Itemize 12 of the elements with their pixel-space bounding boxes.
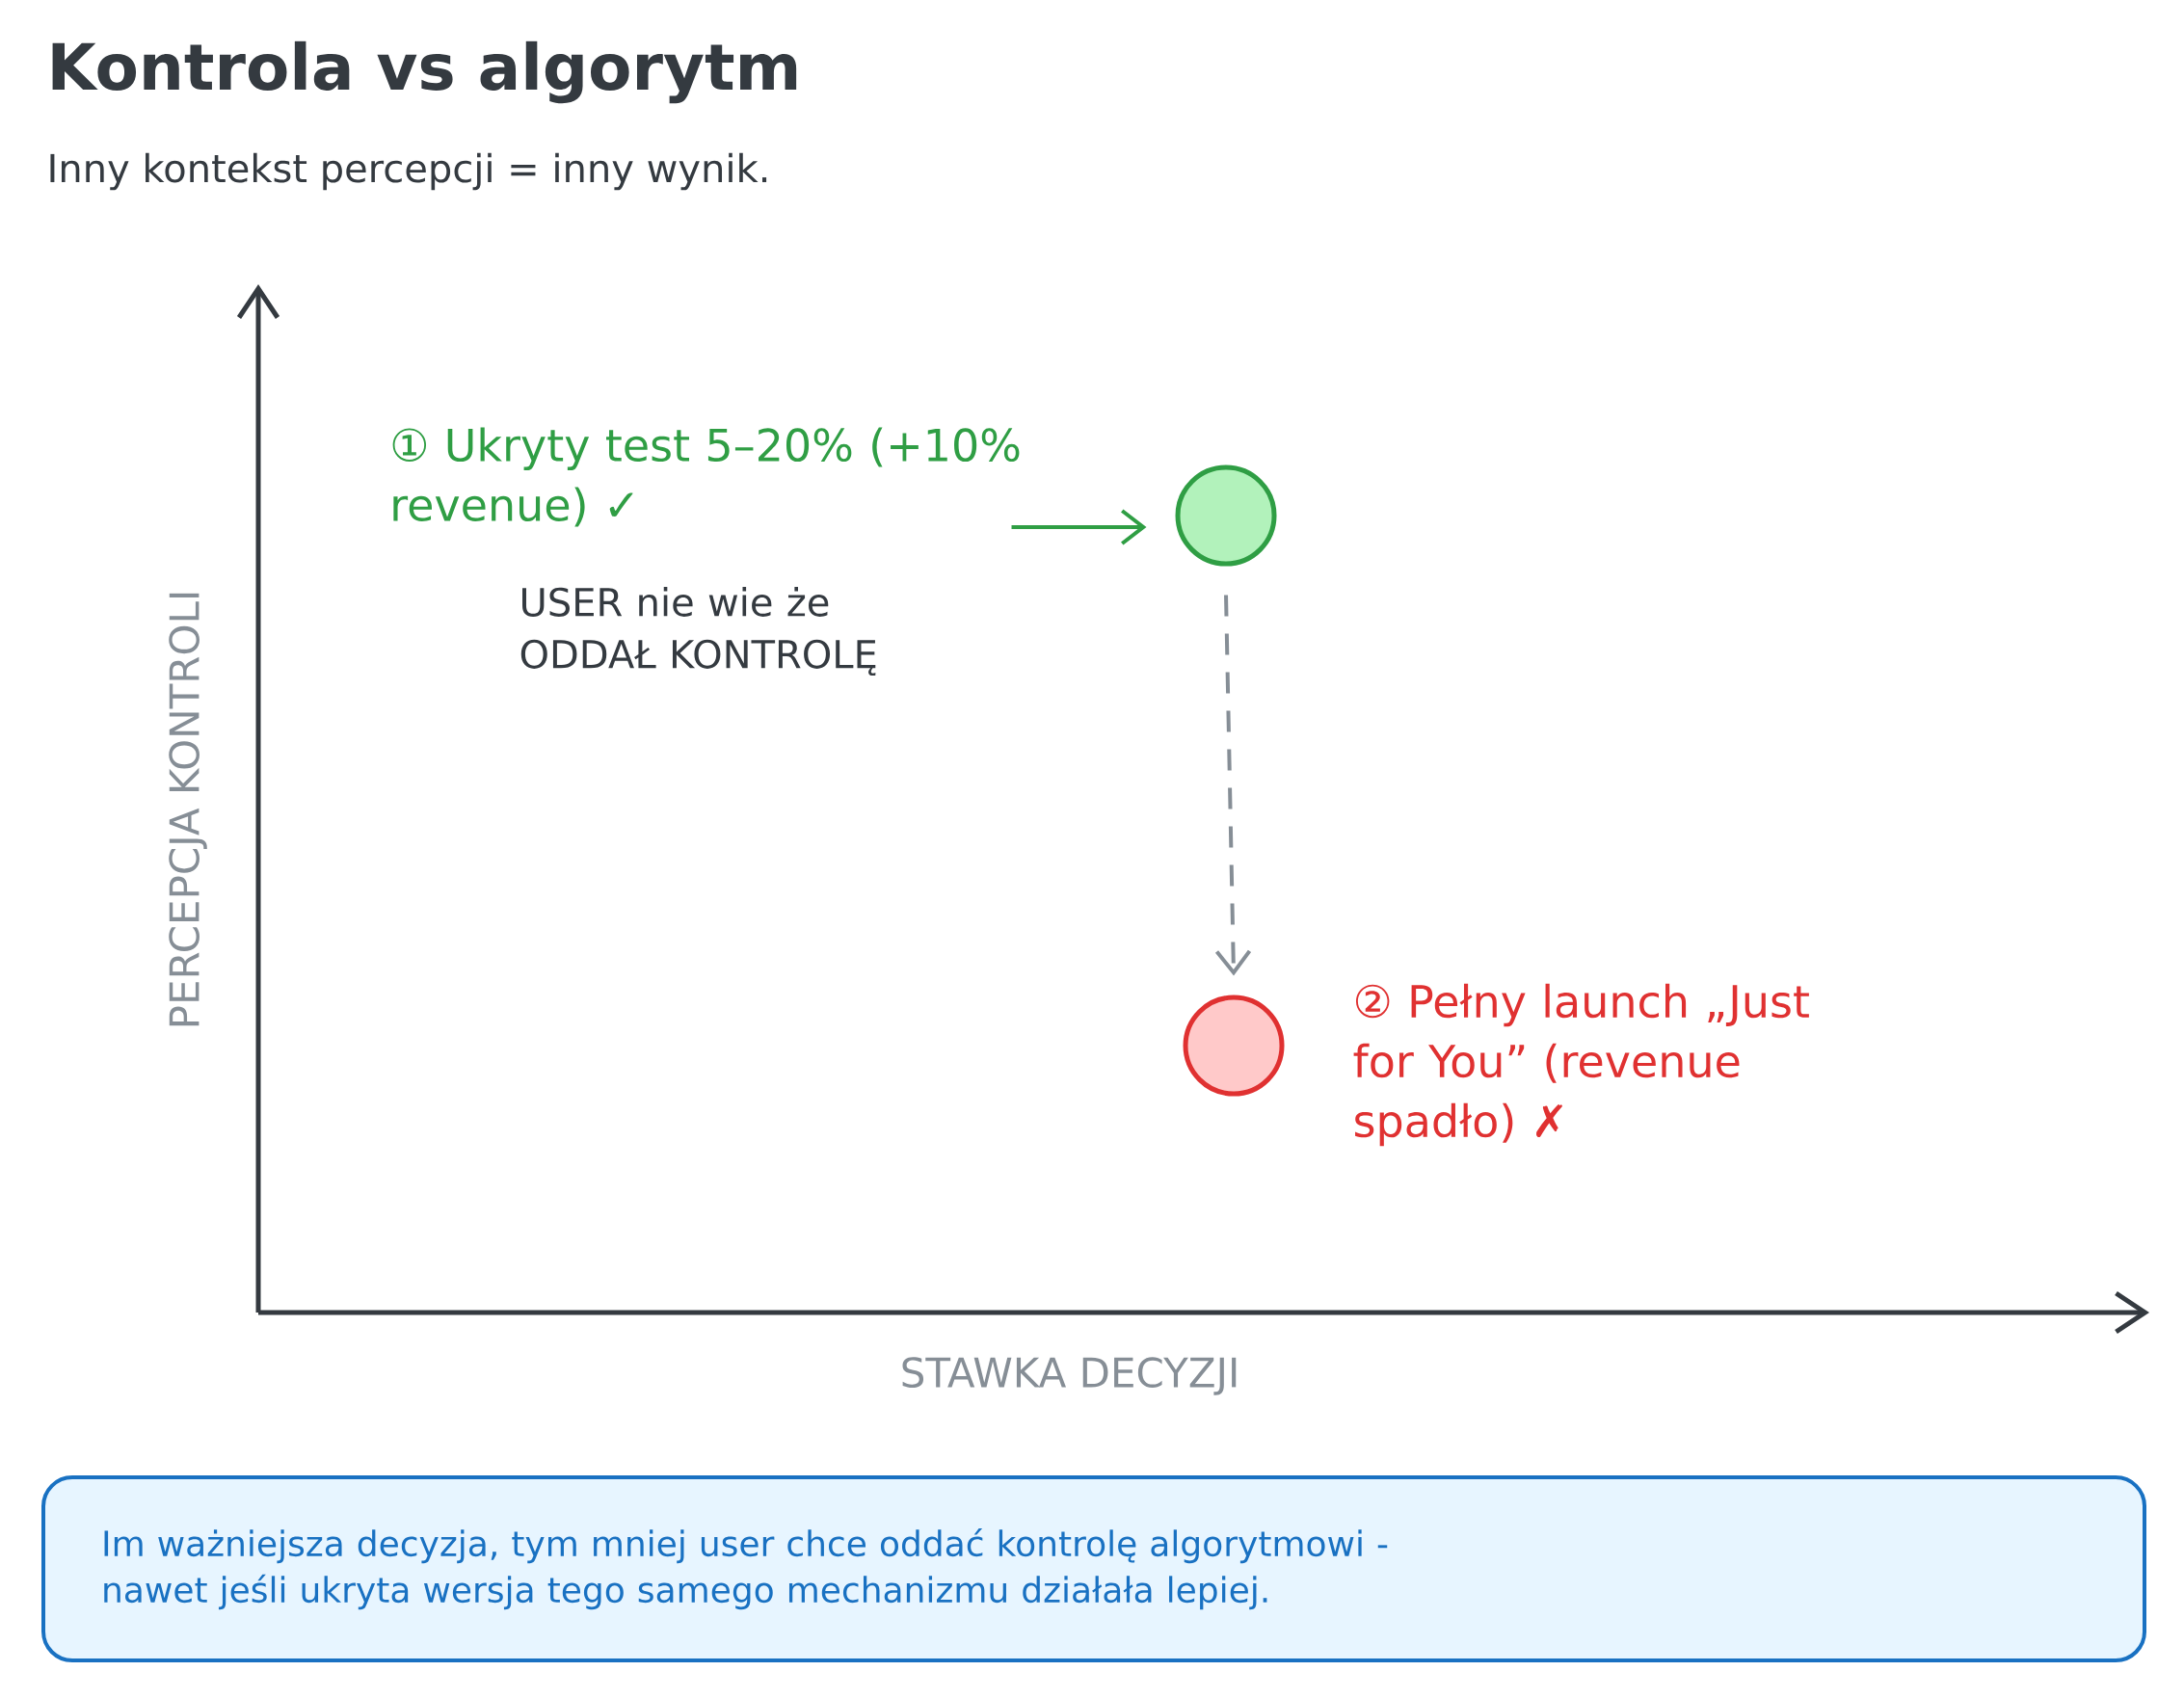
note-box: Im ważniejsza decyzja, tym mniej user chce oddać kontrolę algorytmowi - nawet jeśli ukryta wersja tego samego mechanizmu działała lepiej. — [41, 1475, 2147, 1662]
arrow — [1011, 509, 1147, 545]
axis-label: STAWKA DECYZJI — [902, 1357, 1237, 1395]
arrow — [1214, 595, 1252, 976]
annotation: ② Pełny launch „Just for You” (revenue spadło) ✗ — [1353, 983, 1809, 1147]
point-marker — [1175, 464, 1277, 567]
annotation: ① Ukryty test 5–20% (+10% revenue) ✓ — [392, 427, 1020, 527]
subtitle: Inny kontekst percepcji = inny wynik. — [50, 152, 767, 191]
title: Kontrola vs algorytm — [52, 40, 797, 104]
axis-label: PERCEPCJA KONTROLI — [169, 593, 207, 1026]
note: USER nie wie że ODDAŁ KONTROLĘ — [520, 586, 876, 677]
point-marker — [1183, 995, 1285, 1097]
